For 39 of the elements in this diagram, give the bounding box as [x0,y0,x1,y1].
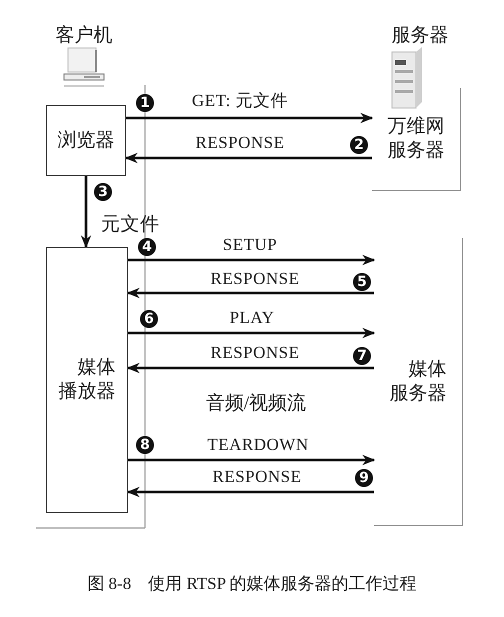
edge-label: RESPONSE [210,269,300,289]
media-player-box [46,247,128,513]
edge-label: TEARDOWN [207,435,309,455]
arrow [126,288,374,298]
server-label: 服务器 [392,24,448,48]
caption: 图 8-8 使用 RTSP 的媒体服务器的工作过程 [86,573,418,595]
edge-label: 元文件 [100,213,160,237]
callout-number: 1 [136,94,154,112]
arrow [124,152,372,164]
edge-label: RESPONSE [210,343,300,363]
callout-number: 9 [355,469,373,487]
arrow [80,176,92,248]
arrow [128,328,376,338]
callout-number: 6 [140,310,158,328]
node-label: 浏览器 [58,128,114,152]
server-label: 媒体服务器 [390,358,446,406]
browser-box [46,105,126,176]
arrow [128,454,376,466]
edge-label: PLAY [230,308,274,328]
edge-label: RESPONSE [195,133,285,153]
arrow [126,486,374,498]
arrow [126,362,374,374]
server-label: 万维网服务器 [388,115,444,163]
stream-label: 音频/视频流 [206,392,306,416]
callout-number: 8 [136,436,154,454]
callout-number: 4 [138,238,156,256]
server-area [374,238,463,526]
callout-number: 2 [350,136,368,154]
client-label: 客户机 [56,24,112,48]
edge-label: GET: 元文件 [192,90,288,112]
callout-number: 7 [353,347,371,365]
server-area [372,88,461,191]
arrow [126,112,374,124]
callout-number: 5 [353,273,371,291]
arrow [128,254,376,266]
edge-label: SETUP [222,235,278,255]
edge-label: RESPONSE [212,467,302,487]
node-label: 媒体播放器 [58,356,116,404]
callout-number: 3 [94,183,112,201]
